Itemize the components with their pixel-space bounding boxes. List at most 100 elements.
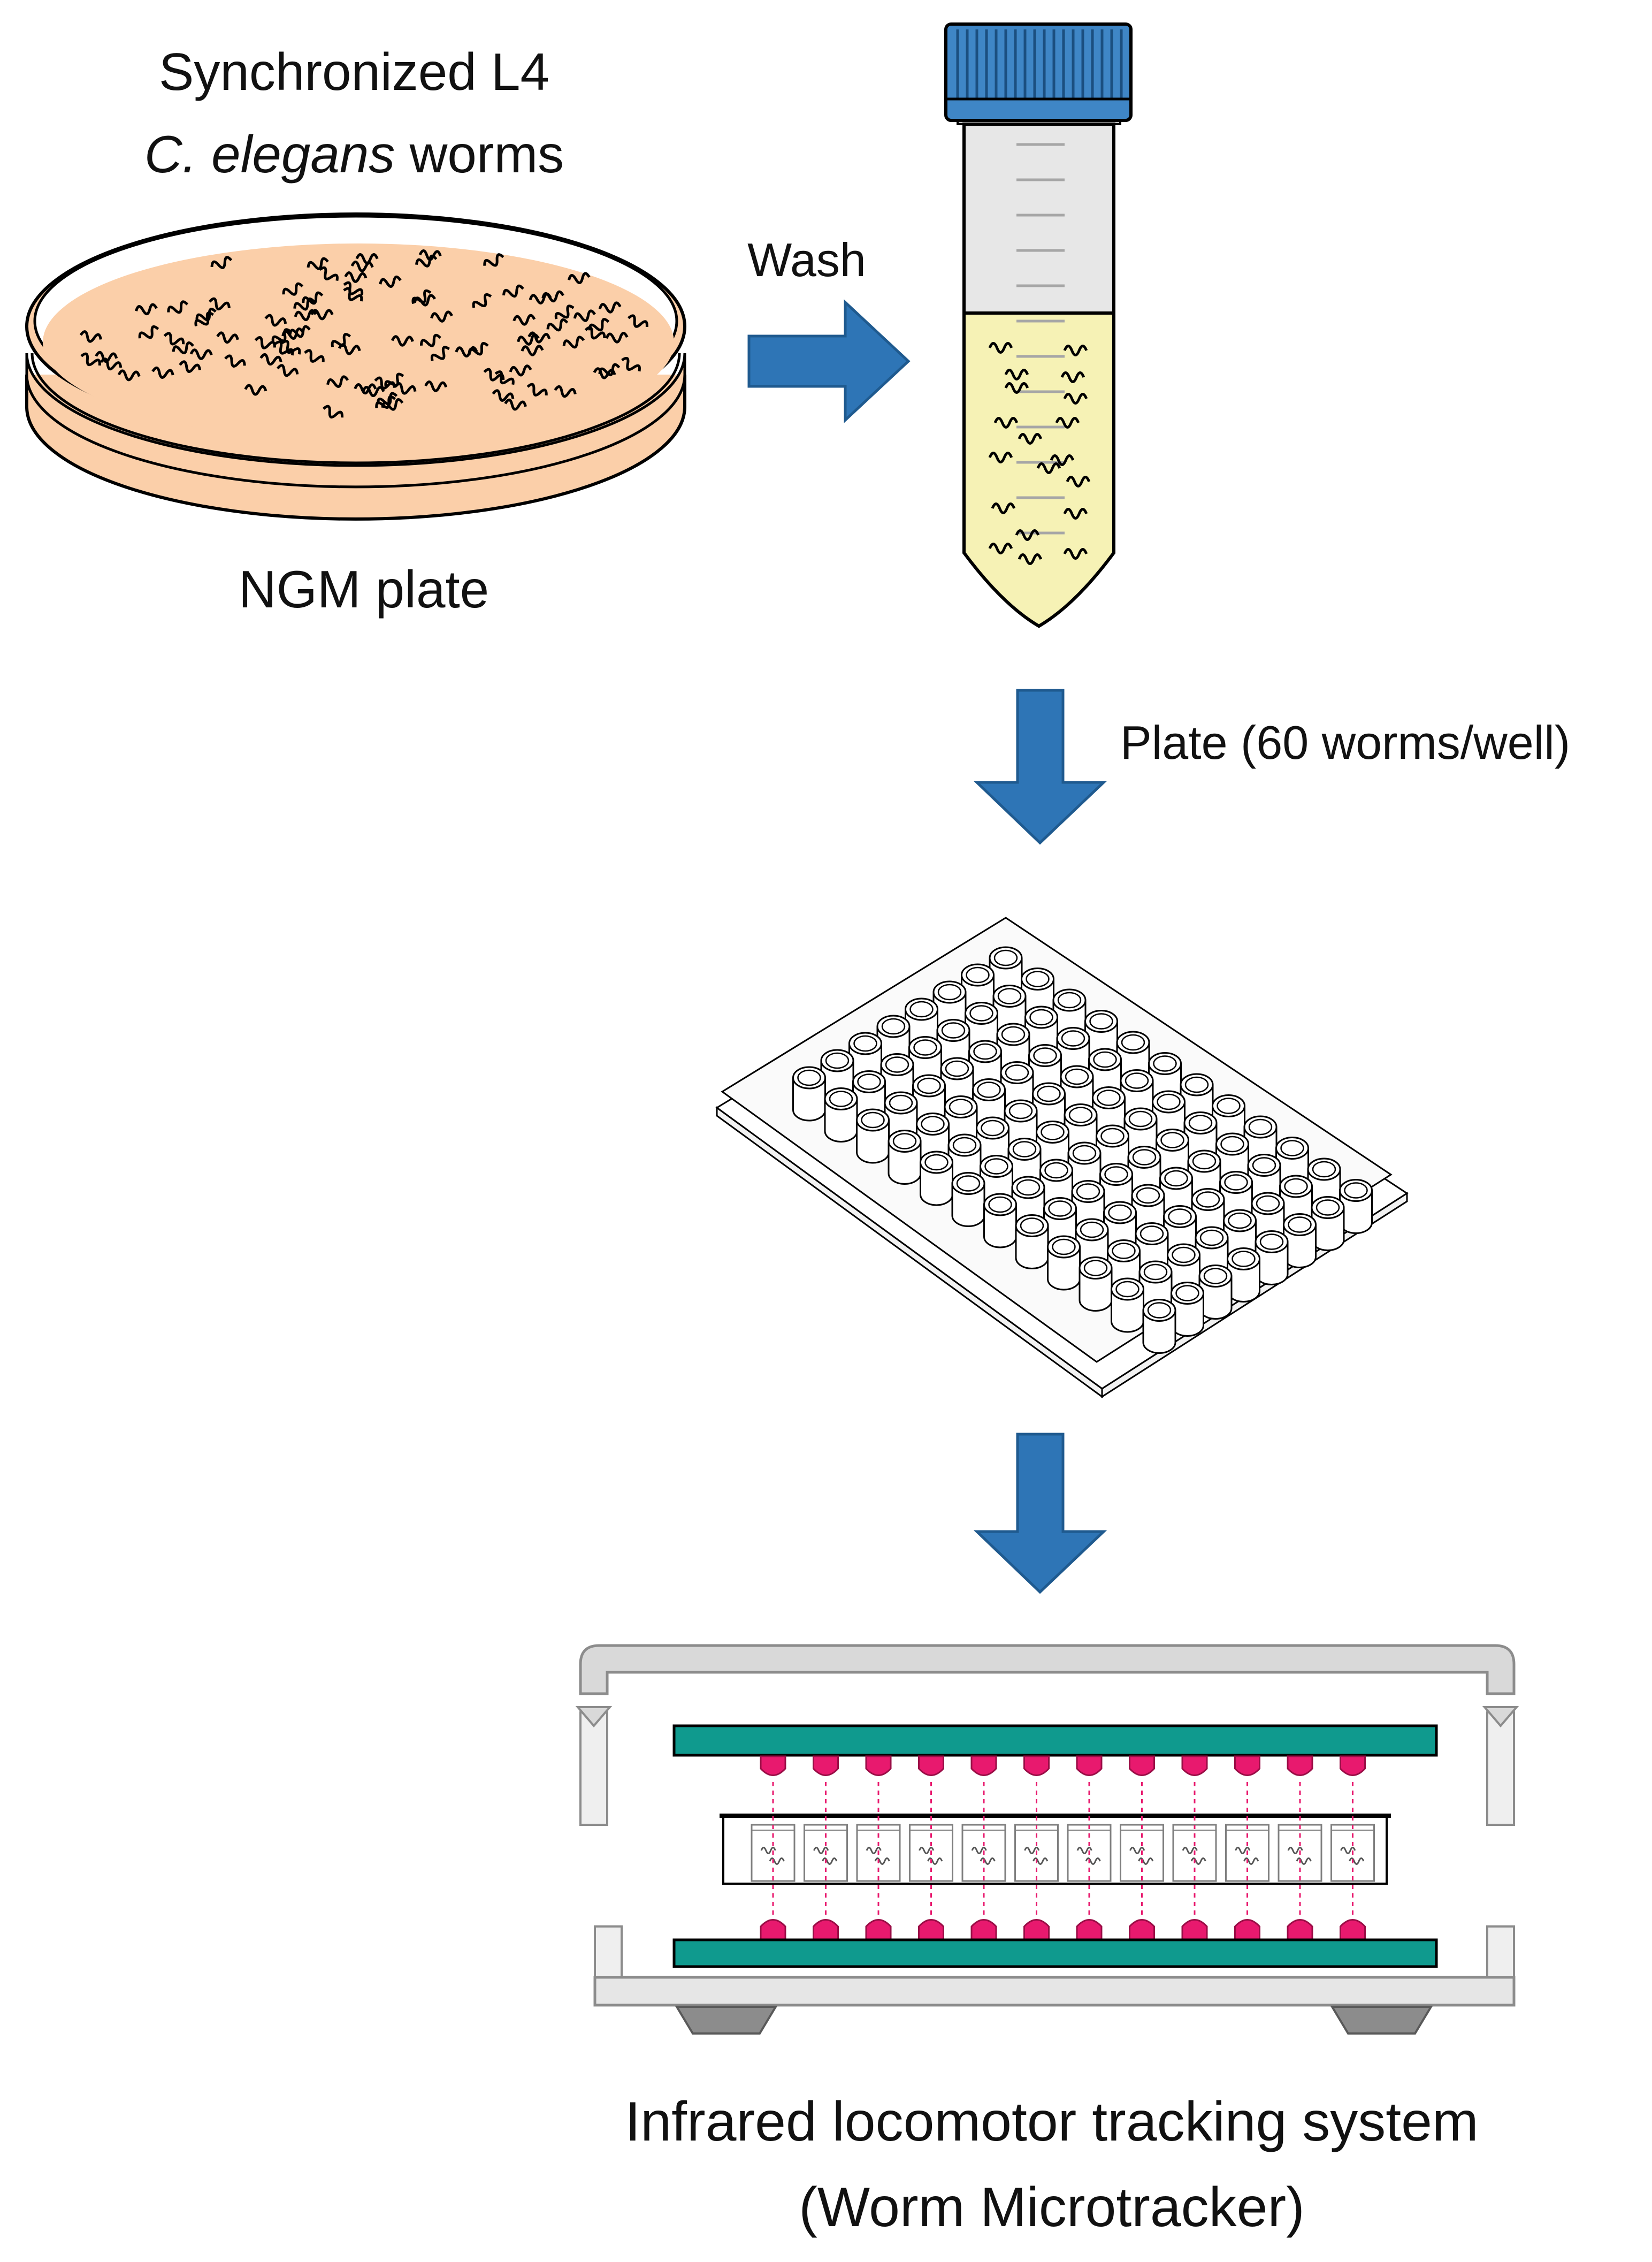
worm-icon — [502, 284, 524, 298]
worm-icon — [355, 253, 379, 264]
ir-detector-icon — [760, 1919, 786, 1941]
worm-icon — [179, 360, 201, 373]
worm-icon — [1066, 476, 1091, 488]
wash-step: Wash — [747, 233, 911, 423]
well-opening — [1083, 1260, 1108, 1276]
tracker-lid-frame — [579, 1644, 1516, 1695]
worm-icon — [163, 332, 185, 346]
worm-icon — [988, 543, 1013, 554]
well-opening — [1052, 1238, 1076, 1255]
worm-microtracker — [575, 1644, 1519, 2035]
ir-emitter-icon — [760, 1755, 786, 1776]
right-hinge-icon — [1482, 1706, 1519, 1728]
worm-icon — [100, 357, 123, 371]
worm-icon — [492, 389, 515, 402]
well — [983, 1193, 1017, 1248]
well-opening — [1199, 1229, 1224, 1246]
well-opening — [889, 1094, 913, 1111]
ir-emitter-icon — [1129, 1755, 1155, 1776]
well-opening — [909, 1001, 934, 1018]
well-opening — [1132, 1149, 1157, 1166]
well-opening — [1224, 1174, 1248, 1191]
worm-icon — [80, 352, 101, 367]
worm-icon — [413, 294, 436, 307]
worm-icon — [980, 1857, 996, 1865]
well — [888, 1130, 922, 1185]
worm-icon — [281, 339, 301, 355]
well-opening — [1288, 1216, 1312, 1233]
well-opening — [1080, 1221, 1104, 1238]
worm-icon — [1055, 417, 1080, 429]
ir-detector-icon — [1181, 1919, 1208, 1941]
worm-icon — [254, 336, 277, 349]
ir-emitter-icon — [1181, 1755, 1208, 1776]
worm-icon — [1340, 1847, 1356, 1854]
well-opening — [829, 1091, 853, 1107]
well-opening — [1157, 1093, 1181, 1110]
well-opening — [1228, 1212, 1252, 1229]
ir-detector-icon — [1023, 1919, 1050, 1941]
well-opening — [981, 1119, 1005, 1137]
well — [1079, 1256, 1113, 1312]
worms-word: worms — [395, 125, 564, 184]
agar-layer — [25, 353, 686, 489]
worm-icon — [282, 282, 304, 296]
worm-icon — [598, 363, 621, 376]
dish-worms — [79, 249, 648, 419]
well-opening — [1061, 1030, 1085, 1047]
ir-emitter-icon — [970, 1755, 997, 1776]
worm-icon — [419, 333, 441, 347]
left-foot — [675, 2006, 778, 2035]
worm-icon — [455, 346, 478, 357]
worm-icon — [1018, 553, 1043, 565]
petri-dish — [25, 212, 686, 521]
worm-icon — [760, 1847, 776, 1854]
wash-label: Wash — [747, 233, 866, 286]
plate-step-label: Plate (60 worms/well) — [1120, 716, 1570, 769]
worm-icon — [988, 452, 1013, 463]
well-opening — [1065, 1068, 1089, 1085]
worm-icon — [769, 1857, 785, 1865]
worm-icon — [598, 301, 622, 314]
well — [1255, 1230, 1289, 1285]
worm-icon — [216, 331, 239, 344]
worm-icon — [151, 366, 174, 379]
well-opening — [1220, 1136, 1244, 1153]
ir-emitter-icon — [1023, 1755, 1050, 1776]
well-opening — [857, 1073, 881, 1090]
well — [1111, 1277, 1144, 1333]
well — [1171, 1282, 1204, 1337]
well-opening — [1033, 1047, 1057, 1064]
worm-icon — [394, 382, 417, 395]
dish-lower-rim — [30, 353, 681, 464]
worm-icon — [526, 383, 548, 397]
worm-icon — [1287, 1847, 1303, 1854]
ir-emitter-icon — [1076, 1755, 1103, 1776]
well-opening — [1108, 1204, 1132, 1221]
well-opening — [1217, 1098, 1241, 1114]
worm-icon — [1036, 462, 1061, 474]
well — [1015, 1214, 1049, 1269]
well-opening — [1016, 1179, 1041, 1196]
worm-icon — [326, 375, 349, 388]
tube-cap-body — [944, 22, 1133, 122]
ir-emitter-icon — [1234, 1755, 1260, 1776]
worm-icon — [494, 370, 515, 385]
worm-icon — [554, 304, 575, 319]
worm-icon — [573, 309, 596, 322]
plate-arrow-icon — [973, 689, 1107, 845]
worm-icon — [411, 289, 432, 304]
well-opening — [1175, 1285, 1199, 1301]
base-right-wall — [1486, 1925, 1515, 1978]
worm-icon — [294, 309, 317, 322]
well-opening — [1160, 1132, 1184, 1148]
ir-emitter-icon — [1287, 1755, 1313, 1776]
worm-icon — [430, 310, 453, 323]
well-opening — [1012, 1141, 1037, 1157]
worm-icon — [509, 364, 532, 377]
ir-detector-icon — [865, 1919, 892, 1941]
well-opening — [1344, 1182, 1368, 1199]
well-opening — [825, 1052, 850, 1069]
worm-icon — [172, 341, 194, 355]
